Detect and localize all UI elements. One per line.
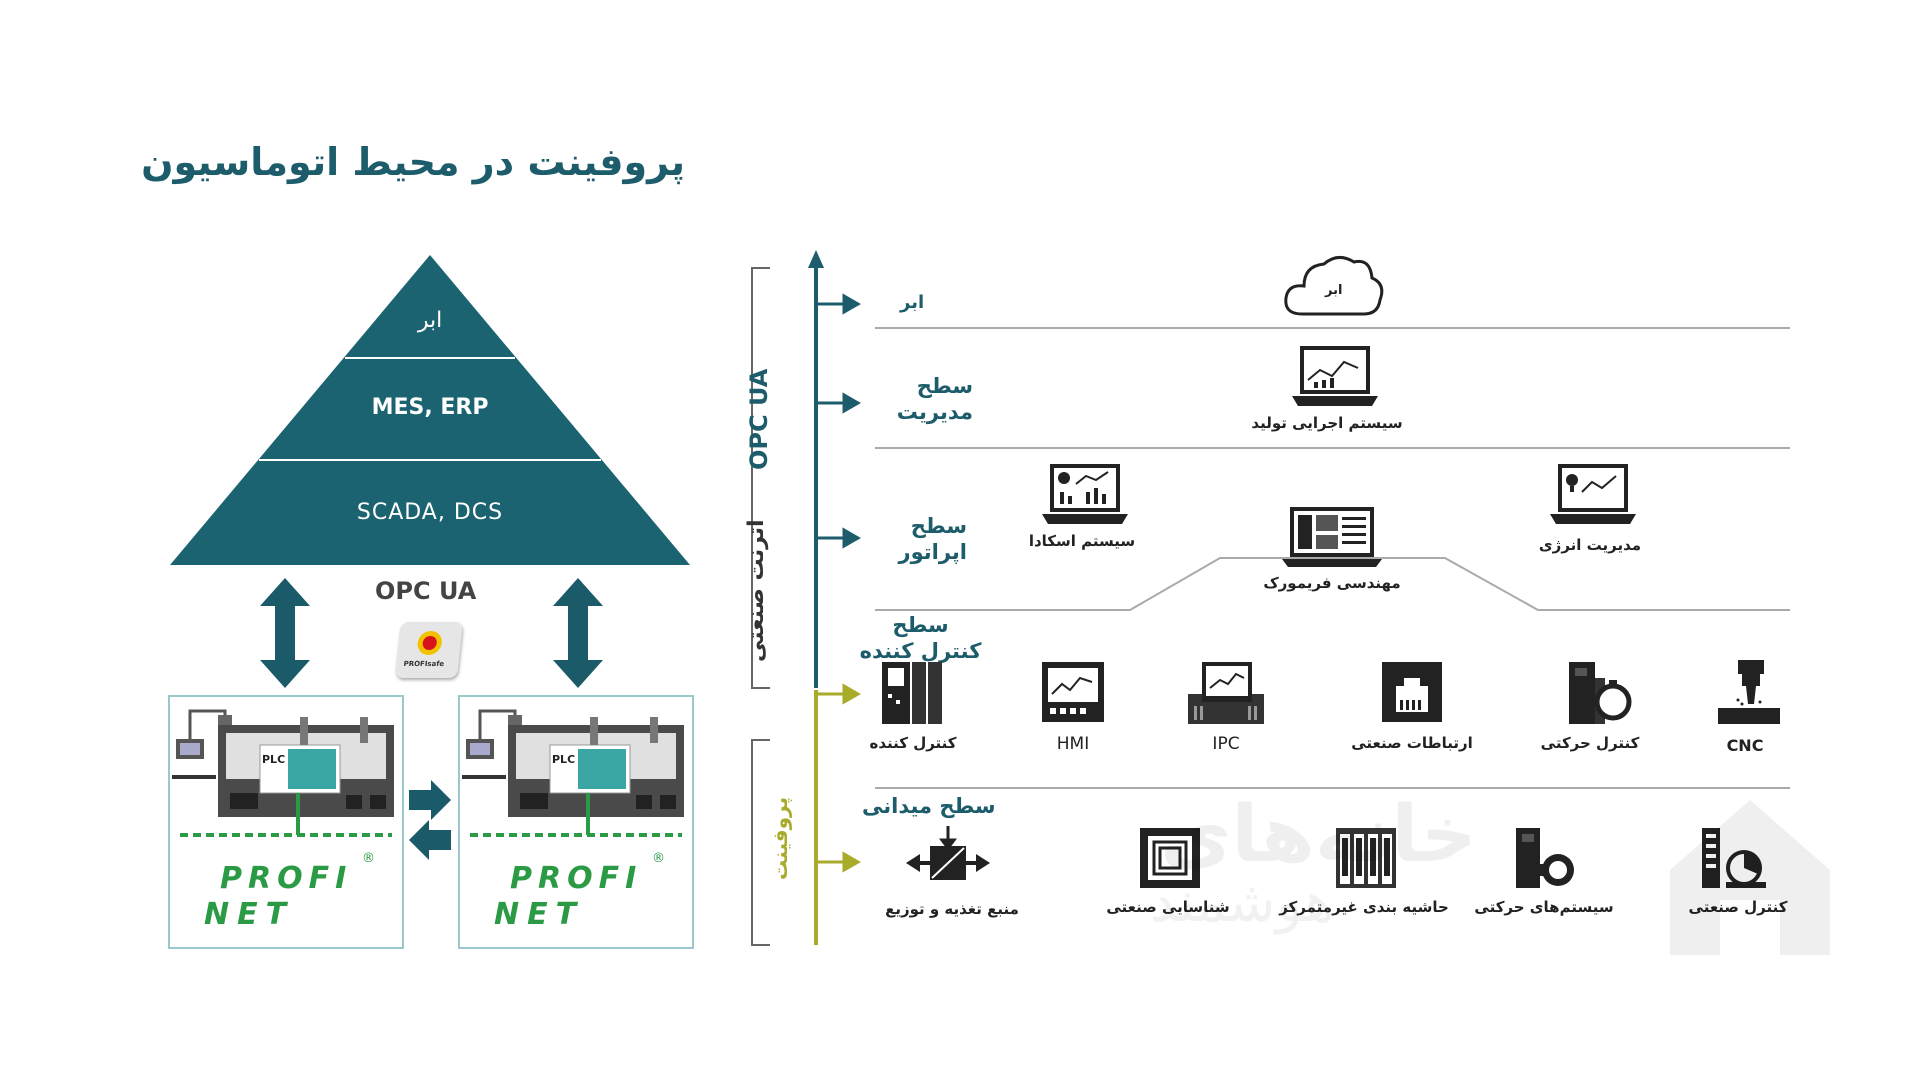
- watermark-line1: خانه‌های: [1160, 790, 1477, 880]
- pyramid-shape: [170, 255, 690, 565]
- watermark-line2: هوشمند: [1150, 870, 1335, 935]
- profinet-logo-profi: PROFI: [510, 861, 643, 896]
- watermark-house-icon: [1670, 800, 1830, 955]
- ipc-label: IPC: [1212, 734, 1240, 754]
- axis-label-opc-ua: OPC UA: [745, 368, 773, 470]
- profinet-logo-net: NET: [494, 897, 585, 932]
- profinet-logo-profi: PROFI: [220, 861, 353, 896]
- level-label-operator: سطح اپراتور: [872, 513, 968, 565]
- pyramid-level-cloud: ابر: [417, 308, 443, 333]
- ethernet-bracket: [751, 267, 770, 689]
- plant-panel-right: PLC PROFI NET ®: [458, 695, 694, 949]
- scada-laptop-icon: [1042, 464, 1128, 524]
- exchange-arrows-icon: [409, 780, 451, 860]
- hmi-label: HMI: [1056, 734, 1090, 754]
- drives-icon: [1516, 828, 1574, 888]
- plc-label: PLC: [552, 753, 576, 766]
- registered-icon: ®: [362, 851, 375, 866]
- controller-icon: [882, 662, 942, 724]
- ipc-icon: [1188, 662, 1264, 724]
- mes-laptop-icon: [1292, 346, 1378, 406]
- cnc-icon: [1718, 660, 1780, 724]
- machine-illustration-icon: [462, 709, 684, 837]
- level-label-management-line2: مدیریت: [896, 400, 973, 424]
- plc-label: PLC: [262, 753, 286, 766]
- framework-label: مهندسی فریمورک: [1263, 574, 1401, 592]
- page-title: پروفینت در محیط اتوماسیون: [141, 140, 685, 184]
- rfid-icon: [1140, 828, 1200, 888]
- industrial-control-label: کنترل صنعتی: [1688, 898, 1788, 916]
- power-supply-icon: [906, 826, 990, 880]
- double-arrow-left-icon: [260, 578, 310, 688]
- remote-io-icon: [1336, 828, 1396, 888]
- drives-label: سیستم‌های حرکتی: [1474, 898, 1614, 916]
- remote-io-label: حاشیه بندی غیرمتمرکز: [1279, 898, 1449, 916]
- level-label-management: سطح مدیریت: [878, 373, 973, 425]
- controller-device-label: کنترل کننده: [869, 734, 957, 752]
- level-label-cloud: ابر: [900, 292, 925, 313]
- axis-arrowhead-icon: [808, 250, 824, 268]
- cloud-device-label: ابر: [1325, 283, 1343, 298]
- level-label-management-line1: سطح: [916, 374, 973, 398]
- network-switch-icon: [1382, 662, 1442, 722]
- pyramid-labels: ابر MES, ERP SCADA, DCS: [165, 250, 695, 570]
- level-label-controller: سطح کنترل کننده: [858, 612, 983, 664]
- motion-control-icon: [1569, 662, 1632, 724]
- machine-illustration-icon: [172, 709, 394, 837]
- scada-label: سیستم اسکادا: [1028, 532, 1136, 550]
- level-label-field: سطح میدانی: [862, 794, 996, 818]
- level-label-operator-line1: سطح: [910, 514, 967, 538]
- rfid-label: شناسایی صنعتی: [1106, 898, 1230, 916]
- power-label: منبع تغذیه و توزیع: [885, 900, 1019, 918]
- architecture-lines: [751, 250, 1790, 946]
- energy-label: مدیریت انرژی: [1538, 536, 1642, 554]
- profisafe-badge: PROFIsafe: [395, 622, 463, 678]
- profinet-bracket: [751, 739, 770, 946]
- level-label-controller-line1: سطح: [892, 613, 949, 637]
- level-label-operator-line2: اپراتور: [898, 540, 968, 564]
- pyramid-protocol-label: OPC UA: [375, 577, 477, 605]
- registered-icon: ®: [652, 851, 665, 866]
- level-label-controller-line2: کنترل کننده: [859, 639, 982, 663]
- axis-label-profinet: پروفینت: [768, 797, 792, 880]
- pyramid-level-scada-dcs: SCADA, DCS: [356, 500, 504, 525]
- profisafe-ring-icon: [416, 631, 443, 655]
- energy-laptop-icon: [1550, 464, 1636, 524]
- automation-pyramid: [170, 255, 690, 565]
- axis-label-industrial-ethernet: اترنت صنعتی: [744, 519, 769, 662]
- motion-label: کنترل حرکتی: [1540, 734, 1640, 752]
- industrial-control-icon: [1702, 828, 1766, 888]
- plant-panel-left: PLC PROFI NET ®: [168, 695, 404, 949]
- cnc-label: CNC: [1726, 736, 1764, 755]
- mes-label: سیستم اجرایی تولید: [1251, 414, 1403, 432]
- double-arrow-right-icon: [553, 578, 603, 688]
- profinet-logo-net: NET: [204, 897, 295, 932]
- pyramid-level-mes-erp: MES, ERP: [371, 395, 489, 420]
- framework-laptop-icon: [1282, 507, 1382, 567]
- cloud-icon: [1284, 256, 1384, 316]
- comm-label: ارتباطات صنعتی: [1351, 734, 1473, 752]
- profisafe-label: PROFIsafe: [403, 660, 445, 668]
- hmi-icon: [1042, 662, 1104, 722]
